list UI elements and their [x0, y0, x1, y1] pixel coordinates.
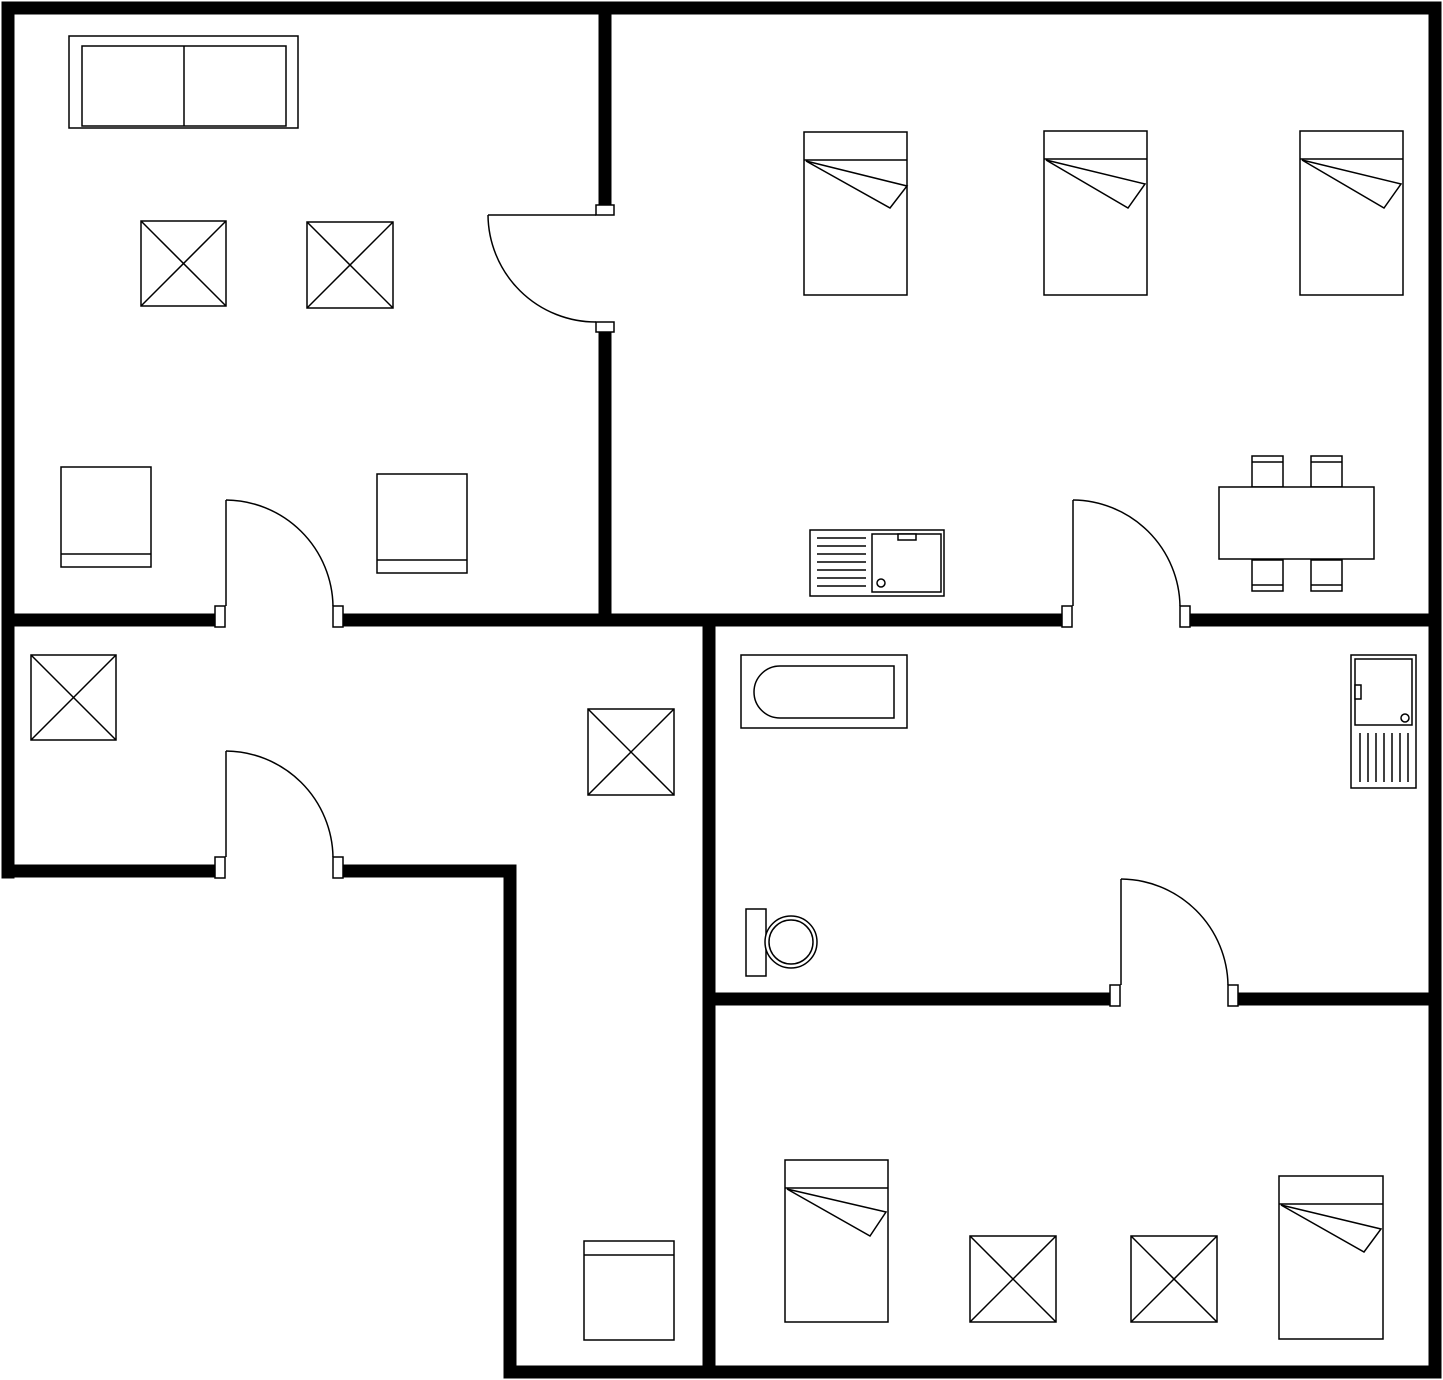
- toilet-icon: [745, 908, 818, 977]
- armchair-icon: [140, 220, 227, 307]
- chair-icon: [1310, 455, 1343, 488]
- chair-icon: [1251, 559, 1284, 592]
- door-icon: [1109, 878, 1239, 1007]
- sofa-icon: [68, 35, 299, 129]
- table-icon: [1218, 486, 1375, 560]
- bed-icon: [1278, 1175, 1384, 1340]
- door-icon: [487, 204, 615, 333]
- cabinet-icon: [60, 466, 152, 568]
- bed-icon: [1043, 130, 1148, 296]
- chair-icon: [1251, 455, 1284, 488]
- bathtub-icon: [740, 654, 908, 729]
- armchair-icon: [30, 654, 117, 741]
- bed-icon: [784, 1159, 889, 1323]
- armchair-icon: [306, 221, 394, 309]
- armchair-icon: [587, 708, 675, 796]
- door-icon: [214, 750, 344, 879]
- bed-icon: [803, 131, 909, 296]
- cabinet-icon: [376, 473, 468, 574]
- chair-icon: [1310, 559, 1343, 592]
- bed-icon: [1299, 130, 1404, 296]
- armchair-icon: [1130, 1235, 1218, 1323]
- sink-icon: [1350, 654, 1417, 789]
- sink-icon: [809, 529, 945, 597]
- cabinet-icon: [583, 1240, 675, 1341]
- door-icon: [214, 499, 344, 628]
- armchair-icon: [969, 1235, 1057, 1323]
- door-icon: [1061, 499, 1191, 628]
